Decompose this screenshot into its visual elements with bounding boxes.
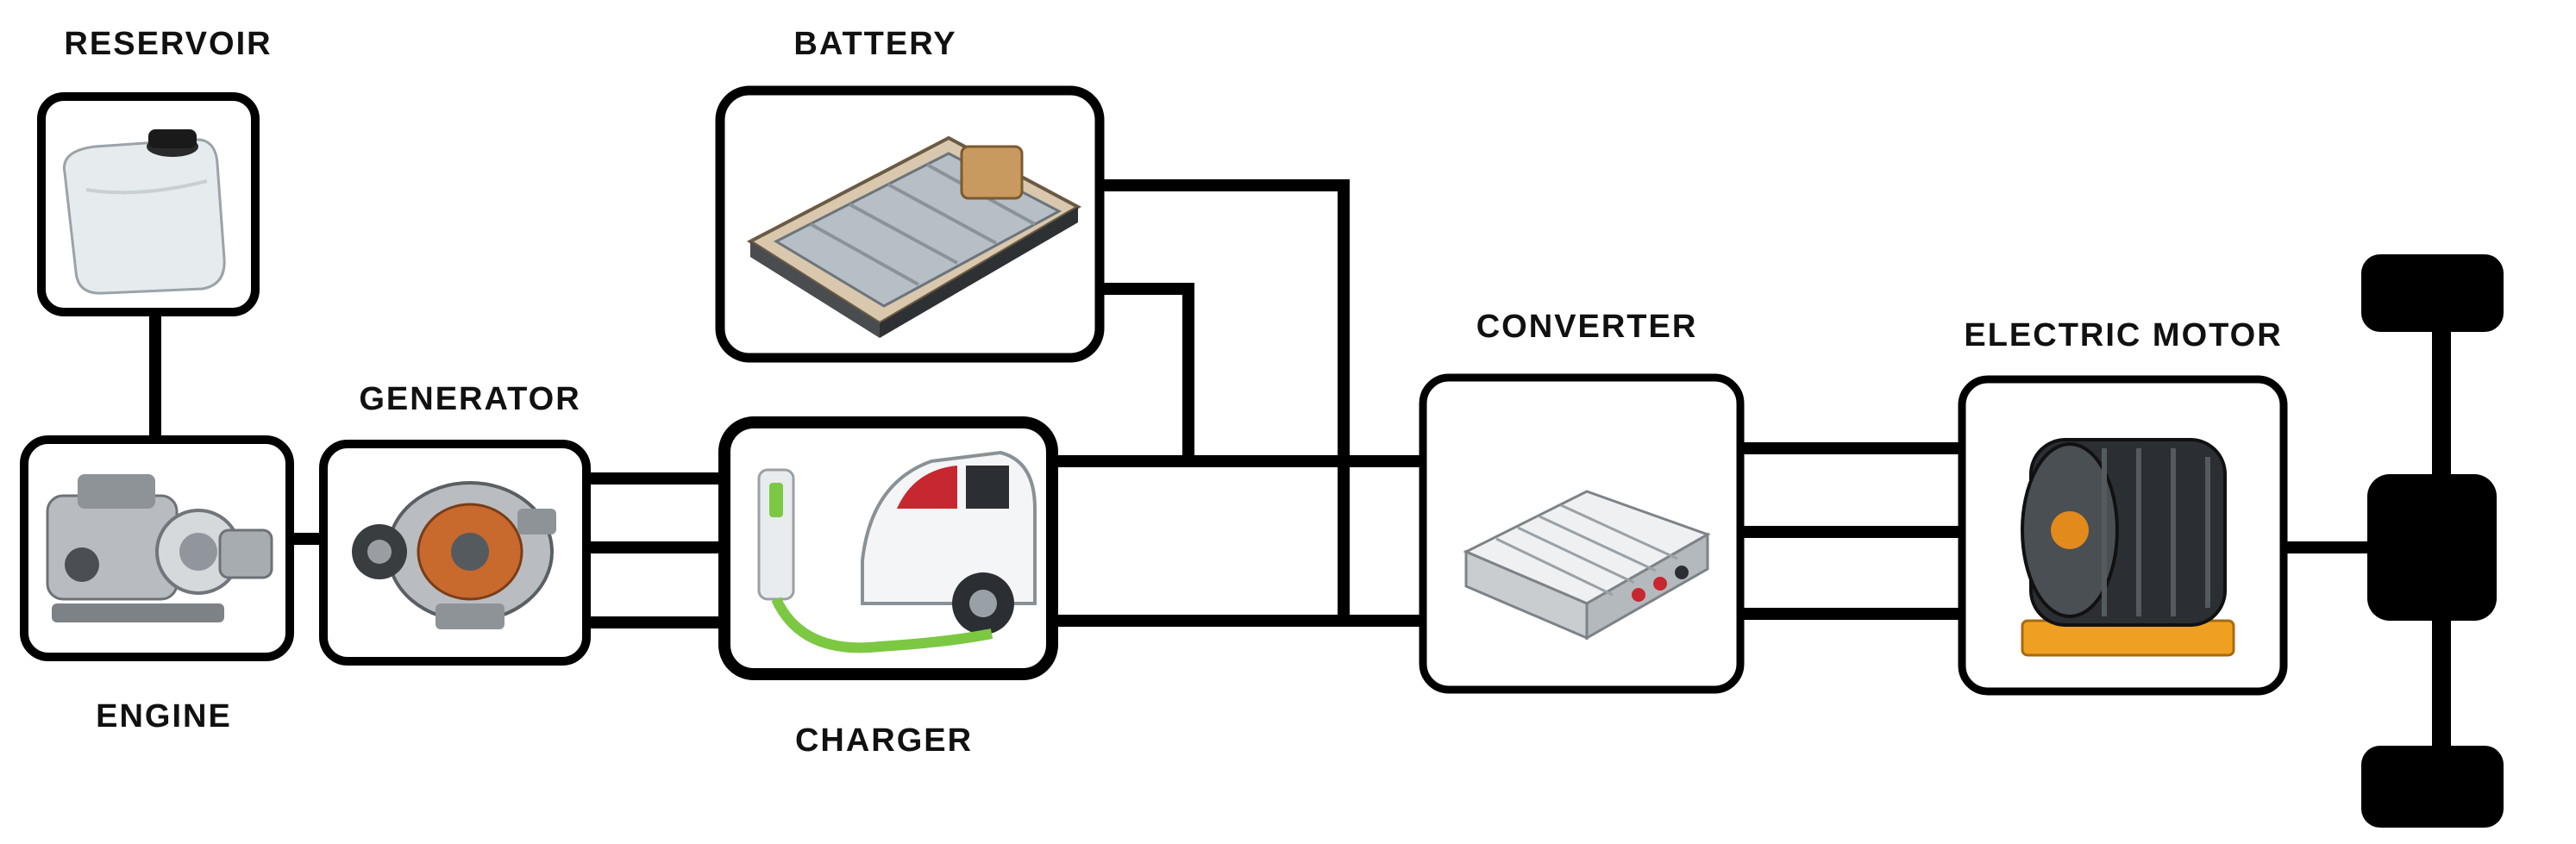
drivetrain [2361, 254, 2504, 828]
label-electric-motor: ELECTRIC MOTOR [1964, 317, 2283, 353]
reservoir-icon [62, 129, 226, 295]
label-converter: CONVERTER [1476, 309, 1698, 345]
label-reservoir: RESERVOIR [64, 26, 273, 62]
battery-box [715, 85, 1105, 363]
battery-icon [746, 135, 1082, 338]
converter-box [1419, 373, 1745, 694]
label-generator: GENERATOR [359, 381, 581, 417]
generator-box [319, 440, 591, 666]
engine-box [20, 435, 294, 661]
wheel-bottom [2361, 746, 2504, 828]
charger-icon [757, 450, 1037, 653]
reservoir-box [37, 92, 260, 316]
connection-lines [149, 179, 2373, 628]
electric-motor-box [1958, 375, 2288, 696]
differential [2367, 474, 2497, 621]
electric-motor-icon [2021, 438, 2235, 657]
engine-icon [46, 474, 273, 622]
label-charger: CHARGER [794, 722, 974, 759]
label-battery: BATTERY [793, 26, 957, 62]
converter-icon [1463, 490, 1711, 641]
line-battery-converter-top [1098, 179, 1429, 627]
charger-box [718, 416, 1058, 680]
generator-icon [352, 481, 556, 629]
wheel-top [2361, 254, 2504, 332]
label-engine: ENGINE [96, 698, 232, 735]
line-battery-charger [1098, 283, 1194, 467]
